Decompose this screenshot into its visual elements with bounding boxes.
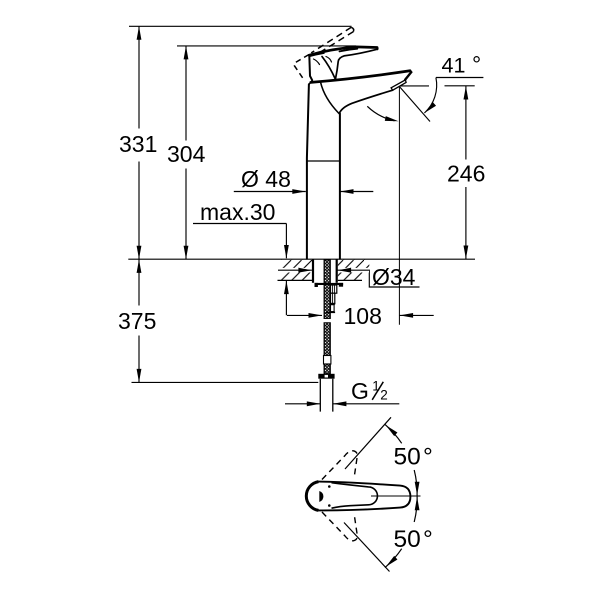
svg-text:50: 50 — [394, 444, 421, 471]
svg-text:Ø 48: Ø 48 — [241, 166, 291, 192]
svg-text:304: 304 — [167, 141, 206, 167]
svg-text:Ø34: Ø34 — [372, 264, 416, 290]
svg-text:41: 41 — [442, 54, 466, 78]
svg-text:°: ° — [472, 52, 481, 78]
svg-text:50: 50 — [394, 526, 421, 553]
svg-text:G: G — [351, 378, 369, 404]
svg-text:108: 108 — [344, 303, 382, 329]
svg-text:331: 331 — [119, 131, 157, 157]
svg-text:375: 375 — [118, 308, 156, 334]
svg-text:2: 2 — [380, 388, 388, 403]
svg-text:246: 246 — [447, 161, 485, 187]
svg-text:°: ° — [423, 526, 433, 553]
svg-text:1: 1 — [372, 379, 380, 394]
svg-text:°: ° — [423, 444, 433, 471]
svg-text:max.30: max.30 — [200, 199, 275, 225]
